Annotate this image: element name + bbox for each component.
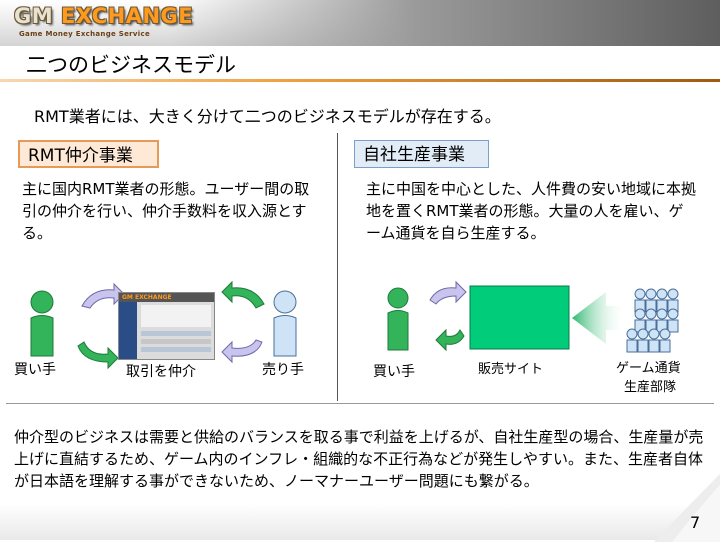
page-number: 7 (690, 513, 701, 532)
corner-swoosh-icon (654, 474, 720, 542)
self-production-description: 主に中国を中心とした、人件費の安い地域に本拠地を置くRMT業者の形態。大量の人を… (366, 180, 697, 242)
crowd-person-icon (645, 288, 657, 300)
crowd-person-icon (637, 328, 649, 340)
crowd-person-body (659, 339, 671, 353)
broker-label: 取引を仲介 (126, 364, 196, 380)
exchange-site-screenshot: GM EXCHANGE (118, 292, 215, 360)
buyer-person-icon (30, 290, 54, 357)
seller-person-icon (273, 290, 297, 357)
slide-title: 二つのビジネスモデル (26, 53, 236, 77)
tagline: Game Money Exchange Service (19, 30, 150, 38)
producer-label-line2: 生産部隊 (624, 380, 677, 395)
crowd-person-icon (667, 288, 679, 300)
crowd-person-icon (667, 308, 679, 320)
curved-arrow-icon (221, 280, 265, 309)
buyer-label: 買い手 (14, 362, 56, 378)
crowd-person-icon (656, 288, 668, 300)
buyer-label: 買い手 (373, 364, 415, 380)
column-divider (337, 133, 338, 401)
section-divider (6, 403, 714, 404)
logo: GM EXCHANGE (14, 4, 193, 28)
header: GM EXCHANGE Game Money Exchange Service … (0, 0, 720, 82)
sales-site-label: 販売サイト (478, 362, 544, 377)
logo-accent: EXCHANGE (60, 4, 194, 28)
crowd-person-body (667, 319, 679, 333)
curved-arrow-icon (429, 280, 467, 305)
crowd-person-body (626, 339, 638, 353)
seller-label: 売り手 (262, 362, 304, 378)
title-underline (0, 79, 720, 82)
intro-text: RMT業者には、大きく分けて二つのビジネスモデルが存在する。 (34, 107, 501, 126)
producer-label-line1: ゲーム通貨 (616, 361, 681, 376)
crowd-person-icon (634, 308, 646, 320)
logo-prefix: GM (14, 4, 61, 28)
curved-arrow-icon (221, 339, 263, 364)
sales-site-box (469, 285, 570, 350)
broker-business-description: 主に国内RMT業者の形態。ユーザー間の取引の仲介を行い、仲介手数料を収入源とする… (22, 180, 310, 242)
crowd-person-icon (656, 308, 668, 320)
crowd-icon (626, 288, 679, 353)
header-shade (168, 0, 720, 46)
broker-business-tag: RMT仲介事業 (18, 140, 159, 168)
crowd-person-body (648, 339, 660, 353)
crowd-person-icon (648, 328, 660, 340)
supply-arrow-icon (572, 292, 626, 344)
closing-paragraph: 仲介型のビジネスは需要と供給のバランスを取る事で利益を上げるが、自社生産型の場合… (14, 428, 704, 490)
crowd-person-icon (626, 328, 638, 340)
site-screenshot-logo: GM EXCHANGE (122, 294, 172, 301)
crowd-person-body (637, 339, 649, 353)
curved-arrow-icon (435, 328, 465, 352)
footer-background (0, 504, 720, 540)
crowd-person-icon (659, 328, 671, 340)
self-production-tag: 自社生産事業 (354, 140, 489, 168)
crowd-person-icon (634, 288, 646, 300)
buyer-person-icon (387, 287, 409, 351)
curved-arrow-icon (77, 341, 119, 370)
crowd-person-icon (645, 308, 657, 320)
